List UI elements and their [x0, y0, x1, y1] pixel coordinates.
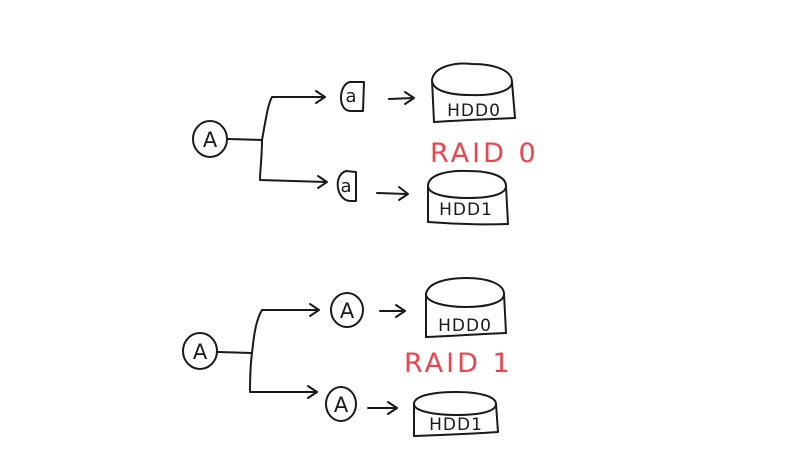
raid0-disk-top-label: HDD0: [447, 101, 501, 121]
raid0-arrow-top: [388, 91, 415, 105]
raid1-disk-bottom: HDD1: [413, 391, 499, 437]
raid1-group: A A A: [182, 277, 513, 437]
raid0-source-node: A: [192, 120, 228, 158]
raid0-chunk-top: a: [340, 81, 365, 112]
raid0-source-label: A: [203, 128, 218, 152]
raid1-copy-bottom-label: A: [334, 393, 349, 417]
raid1-arrow-bottom: [367, 401, 398, 415]
raid0-title: RAID 0: [430, 138, 539, 169]
raid1-disk-top-label: HDD0: [438, 316, 492, 336]
raid1-arrow-top: [379, 304, 406, 318]
raid1-split-connector: [217, 303, 320, 399]
raid0-arrow-bottom: [376, 186, 409, 201]
raid0-group: A a a: [192, 62, 539, 226]
raid0-chunk-bottom: a: [336, 170, 357, 202]
raid1-source-node: A: [182, 332, 218, 370]
raid1-copy-top: A: [330, 292, 364, 328]
raid0-disk-bottom-label: HDD1: [439, 200, 493, 220]
raid0-chunk-bottom-label: a: [340, 176, 351, 197]
raid0-chunk-top-label: a: [345, 86, 356, 107]
raid1-disk-bottom-label: HDD1: [429, 415, 483, 435]
raid1-copy-bottom: A: [325, 386, 357, 422]
raid0-split-connector: [227, 90, 328, 189]
raid0-disk-bottom: HDD1: [427, 169, 509, 226]
raid1-copy-top-label: A: [340, 299, 355, 323]
raid0-disk-top: HDD0: [431, 62, 516, 123]
raid1-disk-top: HDD0: [425, 277, 507, 338]
raid1-source-label: A: [193, 340, 208, 364]
raid1-title: RAID 1: [404, 348, 513, 379]
